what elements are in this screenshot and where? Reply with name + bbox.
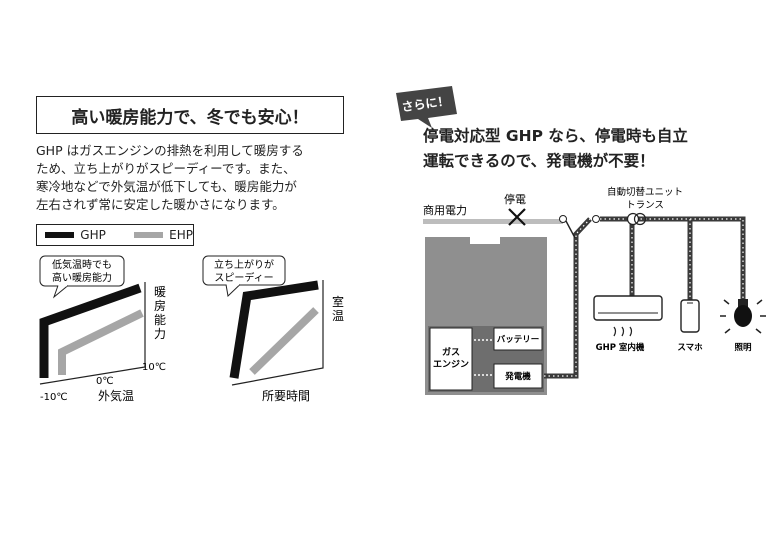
chart1-callout-line: 高い暖房能力 — [52, 271, 112, 284]
chart1-xlabel: 外気温 — [98, 388, 134, 403]
transformer-label: トランス — [626, 200, 664, 211]
switch-arm — [565, 220, 576, 239]
chart1-tick-0: 0℃ — [96, 376, 114, 387]
legend-label-ehp: EHP — [169, 228, 193, 242]
generator-label: 発電機 — [504, 371, 531, 382]
chart2-axis — [231, 280, 324, 386]
sarani-badge-shape — [396, 86, 457, 128]
light-bulb-icon — [734, 305, 752, 327]
switch-node — [559, 215, 567, 223]
chart2-callout-line: 立ち上がりが — [214, 258, 274, 271]
chart1-ylabel-char: 暖 — [154, 285, 166, 299]
generator-box — [493, 363, 543, 389]
bulb-icon-base — [738, 299, 748, 307]
outage-heading-line: 停電対応型 GHP なら、停電時も自立 — [423, 127, 688, 145]
legend-swatch-ghp — [45, 232, 75, 238]
light-label: 照明 — [734, 343, 752, 353]
switch-node — [592, 215, 600, 223]
legend-swatch-ehp — [133, 232, 164, 238]
aircon-label: GHP 室内機 — [596, 342, 645, 353]
chart1-tick-minus10: -10℃ — [40, 392, 68, 403]
chart2-callout-tail — [225, 284, 241, 298]
heating-description: GHP はガスエンジンの排熱を利用して暖房する ため、立ち上がりがスピーディーで… — [36, 142, 351, 214]
light-rays-icon — [720, 299, 766, 334]
warm-air-icon — [613, 326, 633, 337]
chart1-ylabel-char: 力 — [154, 327, 166, 341]
chart2-callout — [202, 255, 286, 286]
chart2-ylabel-char: 温 — [332, 309, 344, 323]
commercial-power-line — [423, 219, 563, 224]
outage-heading: 停電対応型 GHP なら、停電時も自立 運転できるので、発電機が不要！ — [423, 124, 763, 174]
generator-line — [544, 217, 592, 379]
chart1-ylabel-char: 房 — [154, 298, 166, 313]
internal-connectors — [474, 339, 492, 376]
auto-switch-label: 自動切替ユニット — [607, 186, 683, 198]
description-line: ため、立ち上がりがスピーディーです。また、 — [36, 161, 296, 176]
chart1-ylabel-char: 能 — [154, 313, 166, 327]
gas-engine-label: ガス — [442, 346, 460, 358]
chart1-ghp-line — [39, 283, 142, 378]
chart2-ehp-line — [249, 307, 319, 375]
distribution-line — [600, 216, 746, 300]
gas-engine-label: エンジン — [433, 359, 469, 370]
chart1-callout-line: 低気温時でも — [52, 258, 112, 271]
outage-x-icon — [508, 208, 526, 226]
outage-heading-line: 運転できるので、発電機が不要！ — [423, 152, 655, 170]
sarani-badge-text: さらに！ — [401, 94, 450, 115]
commercial-power-label: 商用電力 — [423, 203, 467, 217]
phone-label: スマホ — [677, 343, 703, 353]
chart-legend: GHP EHP — [36, 224, 194, 246]
aircon-icon — [593, 295, 663, 321]
chart1-tick-10: 10℃ — [142, 362, 166, 373]
outage-label: 停電 — [504, 192, 526, 206]
chart1-ehp-line — [58, 309, 144, 375]
chart1-callout — [39, 255, 125, 287]
chart2-callout-line: スピーディー — [214, 271, 273, 284]
heating-title-box: 高い暖房能力で、冬でも安心！ — [36, 96, 344, 134]
battery-label: バッテリー — [497, 334, 540, 345]
chart2-ghp-line — [229, 280, 319, 379]
chart2-ylabel-char: 室 — [332, 294, 344, 309]
description-line: 左右されず常に安定した暖かさになります。 — [36, 197, 285, 212]
description-line: GHP はガスエンジンの排熱を利用して暖房する — [36, 143, 304, 158]
chart1-axis — [39, 282, 146, 385]
heating-title: 高い暖房能力で、冬でも安心！ — [71, 107, 309, 128]
gas-engine-box — [429, 327, 473, 391]
legend-label-ghp: GHP — [80, 228, 106, 242]
chart1-callout-tail — [52, 285, 69, 299]
smartphone-icon — [680, 299, 700, 333]
battery-box — [493, 327, 543, 351]
chart2-xlabel: 所要時間 — [262, 389, 310, 403]
description-line: 寒冷地などで外気温が低下しても、暖房能力が — [36, 179, 297, 194]
